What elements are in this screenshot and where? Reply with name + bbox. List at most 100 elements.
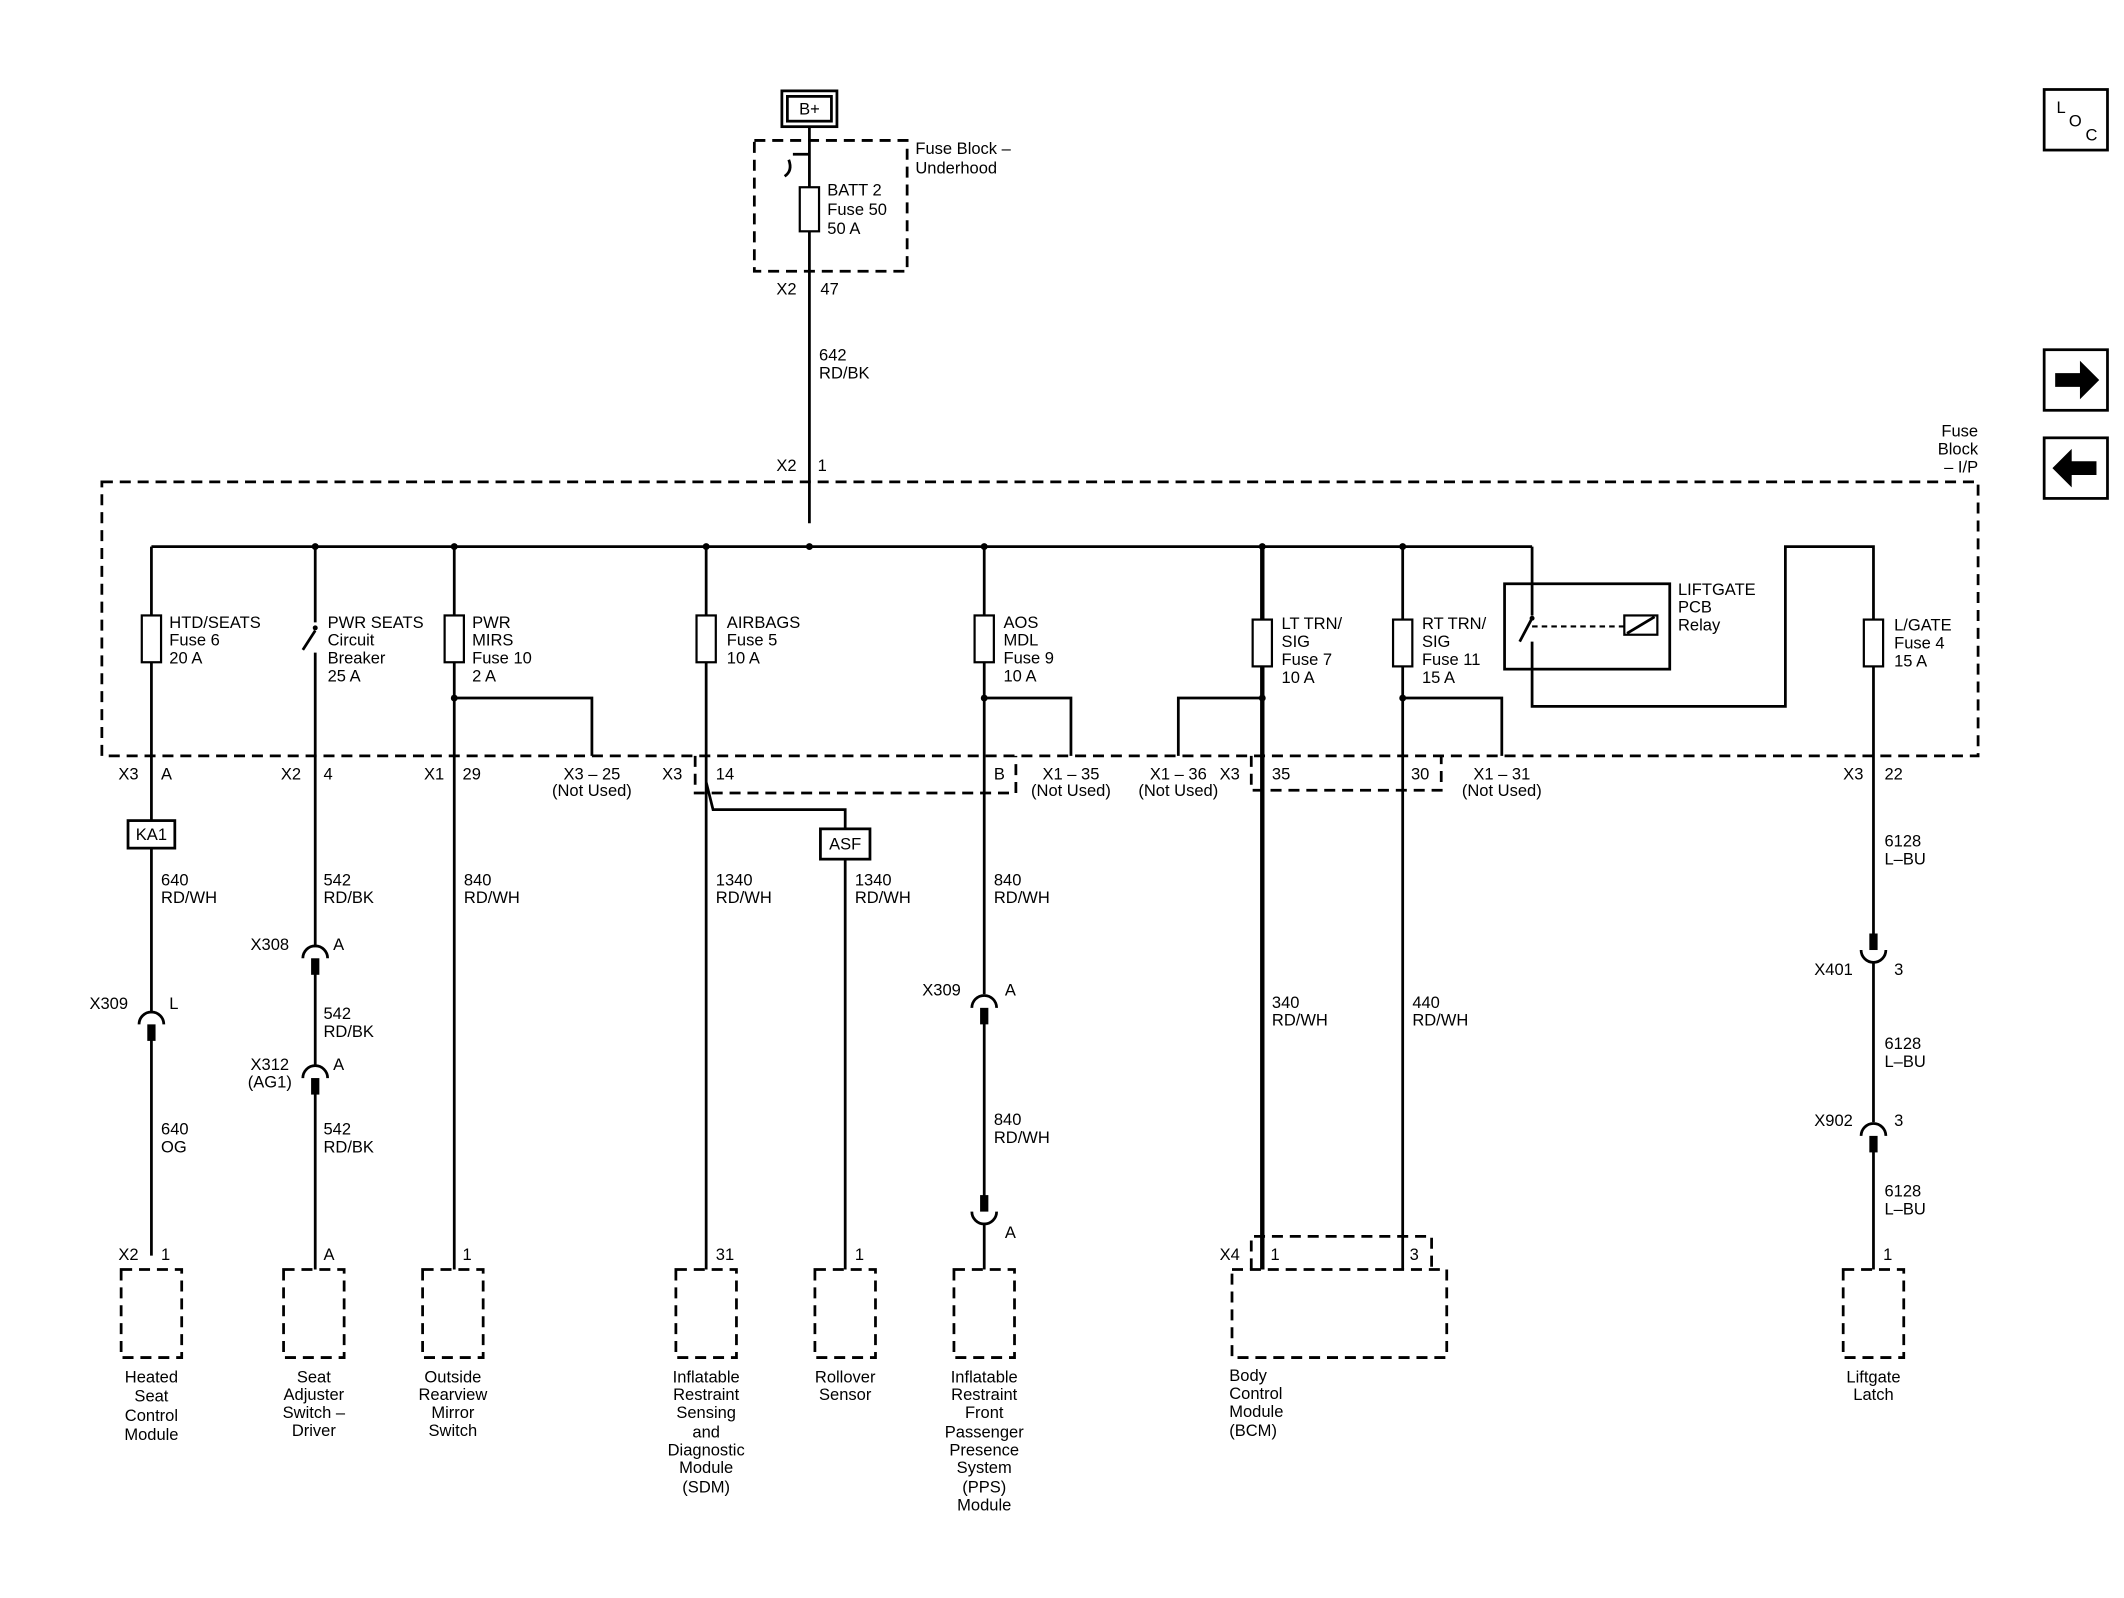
svg-text:L/GATE: L/GATE [1894, 616, 1952, 635]
svg-text:Fuse 11: Fuse 11 [1422, 650, 1480, 669]
svg-text:ASF: ASF [829, 835, 861, 854]
svg-text:RD/WH: RD/WH [994, 888, 1050, 907]
svg-text:X1 – 36: X1 – 36 [1150, 764, 1207, 783]
connector-x902 [1859, 1122, 1888, 1153]
forward-button[interactable] [2042, 348, 2109, 412]
fuse-airbags [695, 614, 717, 664]
arrow-left-icon [2052, 448, 2097, 488]
svg-text:Adjuster: Adjuster [284, 1385, 345, 1404]
svg-text:35: 35 [1272, 764, 1290, 783]
svg-text:10 A: 10 A [1282, 668, 1315, 687]
svg-text:X2: X2 [776, 456, 796, 475]
svg-text:C: C [2085, 125, 2097, 144]
svg-text:3: 3 [1894, 1111, 1903, 1130]
svg-text:AOS: AOS [1003, 613, 1038, 632]
svg-text:Fuse 9: Fuse 9 [1003, 649, 1053, 668]
svg-text:31: 31 [716, 1245, 734, 1264]
svg-text:10 A: 10 A [727, 649, 760, 668]
svg-text:KA1: KA1 [136, 825, 167, 844]
svg-text:Switch –: Switch – [283, 1403, 346, 1422]
svg-text:15 A: 15 A [1422, 668, 1455, 687]
svg-text:RD/WH: RD/WH [1272, 1011, 1328, 1030]
splice-ka1 [126, 819, 177, 850]
fuse-batt2-label: BATT 2 [827, 181, 881, 200]
svg-text:(BCM): (BCM) [1229, 1421, 1277, 1440]
svg-text:Switch: Switch [429, 1421, 478, 1440]
svg-text:840: 840 [994, 870, 1022, 889]
svg-text:542: 542 [323, 1004, 351, 1023]
svg-text:RD/BK: RD/BK [323, 1137, 373, 1156]
svg-text:Latch: Latch [1853, 1385, 1893, 1404]
svg-text:Sensor: Sensor [819, 1385, 872, 1404]
svg-text:640: 640 [161, 870, 189, 889]
svg-text:Module: Module [1229, 1402, 1283, 1421]
svg-text:B: B [994, 764, 1005, 783]
svg-text:(Not Used): (Not Used) [1138, 781, 1218, 800]
svg-text:Fuse 5: Fuse 5 [727, 631, 777, 650]
svg-text:System: System [957, 1458, 1012, 1477]
svg-text:X1 – 31: X1 – 31 [1473, 764, 1530, 783]
svg-text:X3: X3 [118, 764, 138, 783]
svg-text:(Not Used): (Not Used) [1031, 781, 1111, 800]
svg-text:X1: X1 [424, 764, 444, 783]
svg-text:15 A: 15 A [1894, 651, 1927, 670]
svg-text:A: A [1005, 980, 1016, 999]
connector-x401 [1859, 933, 1888, 964]
svg-text:Rollover: Rollover [815, 1367, 876, 1386]
fuse-block-underhood-label: Fuse Block – [915, 139, 1011, 158]
wire-642-number: 642 [819, 346, 847, 365]
svg-text:(SDM): (SDM) [682, 1477, 730, 1496]
svg-text:X902: X902 [1814, 1111, 1853, 1130]
svg-text:Presence: Presence [949, 1440, 1019, 1459]
svg-text:Module: Module [679, 1458, 733, 1477]
svg-text:Fuse 7: Fuse 7 [1282, 650, 1332, 669]
svg-text:440: 440 [1412, 993, 1440, 1012]
svg-text:Passenger: Passenger [945, 1422, 1024, 1441]
svg-text:X312: X312 [251, 1055, 290, 1074]
svg-text:1: 1 [463, 1245, 472, 1264]
svg-text:(PPS): (PPS) [962, 1477, 1006, 1496]
connector-pps-a [970, 1195, 998, 1226]
svg-text:50 A: 50 A [827, 219, 860, 238]
svg-text:Fuse 4: Fuse 4 [1894, 633, 1944, 652]
liftgate-latch [1841, 1268, 1906, 1359]
svg-text:RD/WH: RD/WH [994, 1128, 1050, 1147]
svg-text:6128: 6128 [1884, 832, 1921, 851]
svg-text:542: 542 [323, 870, 351, 889]
svg-text:Inflatable: Inflatable [673, 1367, 740, 1386]
svg-text:Sensing: Sensing [676, 1403, 736, 1422]
svg-text:X4: X4 [1220, 1245, 1240, 1264]
wire-642-color: RD/BK [819, 364, 869, 383]
svg-text:X1 – 35: X1 – 35 [1042, 764, 1099, 783]
svg-text:X2: X2 [281, 764, 301, 783]
svg-text:Front: Front [965, 1403, 1004, 1422]
svg-text:and: and [692, 1422, 720, 1441]
heated-seat-control-module [119, 1268, 184, 1359]
svg-text:Restraint: Restraint [673, 1385, 739, 1404]
svg-text:Control: Control [1229, 1384, 1282, 1403]
svg-text:A: A [161, 764, 172, 783]
svg-text:25 A: 25 A [328, 667, 361, 686]
svg-text:840: 840 [994, 1110, 1022, 1129]
outside-rearview-mirror-switch [421, 1268, 485, 1359]
svg-text:PCB: PCB [1678, 598, 1712, 617]
svg-text:X2: X2 [776, 280, 796, 299]
svg-text:X309: X309 [922, 980, 961, 999]
connector-x312 [301, 1064, 329, 1095]
fuse-lt-trn-sig [1251, 618, 1274, 668]
svg-text:Heated: Heated [125, 1367, 178, 1386]
svg-text:X309: X309 [89, 994, 128, 1013]
svg-text:PWR: PWR [472, 613, 511, 632]
back-button[interactable] [2042, 436, 2109, 500]
svg-text:L–BU: L–BU [1884, 1052, 1925, 1071]
location-button[interactable]: L O C [2042, 88, 2109, 152]
svg-text:Driver: Driver [292, 1421, 337, 1440]
svg-text:X3 – 25: X3 – 25 [563, 764, 620, 783]
svg-text:3: 3 [1410, 1245, 1419, 1264]
svg-text:3: 3 [1894, 960, 1903, 979]
svg-text:1: 1 [161, 1245, 170, 1264]
svg-text:RD/BK: RD/BK [323, 888, 373, 907]
svg-text:Module: Module [124, 1425, 178, 1444]
svg-text:X3: X3 [1220, 764, 1240, 783]
